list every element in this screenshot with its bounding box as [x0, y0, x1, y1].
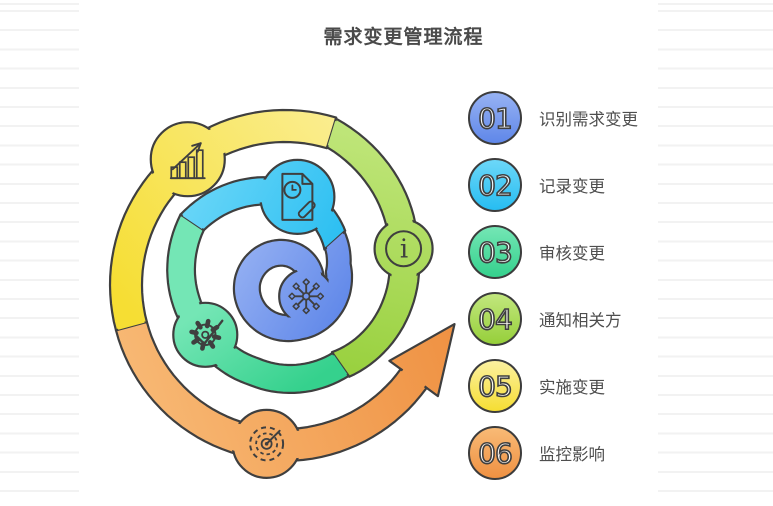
step-number-badge: 04	[468, 292, 522, 346]
page-title: 需求变更管理流程	[323, 27, 484, 48]
step-label: 监控影响	[539, 446, 605, 464]
step-label: 记录变更	[539, 178, 605, 196]
step-item-02: 02 记录变更	[468, 158, 605, 212]
step-label: 通知相关方	[539, 312, 622, 330]
step-number-badge: 06	[468, 426, 522, 480]
document-edit-icon	[281, 172, 316, 221]
snowflake-impact-icon	[288, 278, 325, 315]
step-item-03: 03 审核变更	[468, 225, 605, 279]
step-number-badge: 03	[468, 225, 522, 279]
ruled-lines-left	[0, 0, 79, 506]
spiral-segment-01	[232, 230, 354, 343]
step-label: 审核变更	[539, 245, 605, 263]
step-number-badge: 05	[468, 359, 522, 413]
step-item-01: 01 识别需求变更	[468, 91, 638, 145]
growth-chart-icon	[169, 142, 206, 180]
step-item-06: 06 监控影响	[468, 426, 605, 480]
process-spiral: i	[108, 108, 456, 479]
ruled-lines-right	[658, 0, 773, 506]
gear-check-icon	[189, 318, 224, 351]
step-item-05: 05 实施变更	[468, 359, 605, 413]
step-label: 识别需求变更	[539, 111, 638, 129]
step-number-badge: 02	[468, 158, 522, 212]
step-label: 实施变更	[539, 379, 605, 397]
target-radar-icon	[249, 426, 285, 462]
step-number-badge: 01	[468, 91, 522, 145]
spiral-segment-06	[114, 320, 456, 479]
info-icon: i	[385, 230, 423, 268]
svg-text:i: i	[400, 235, 408, 265]
step-item-04: 04 通知相关方	[468, 292, 622, 346]
